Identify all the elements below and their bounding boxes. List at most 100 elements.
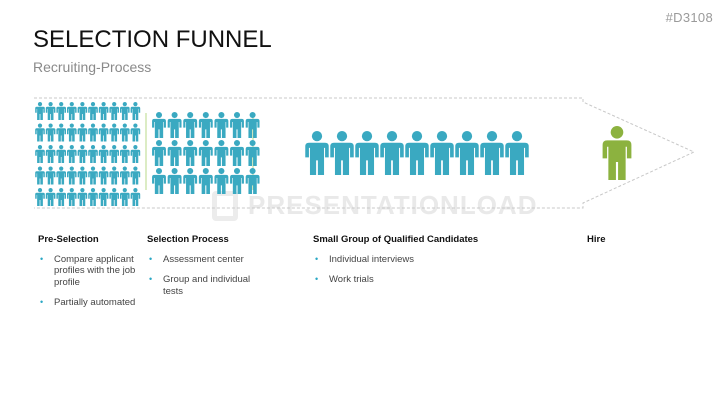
person-icon (56, 145, 66, 163)
person-icon (67, 166, 77, 185)
person-icon (245, 168, 260, 194)
person-icon (120, 102, 130, 120)
person-icon (198, 112, 213, 138)
list-item: Partially automated (38, 297, 148, 308)
person-icon (130, 188, 141, 206)
stage-selection-process: Selection Process Assessment center Grou… (147, 234, 257, 306)
stage-heading: Small Group of Qualified Candidates (313, 234, 479, 245)
person-icon (98, 166, 109, 185)
person-icon (35, 123, 45, 142)
person-icon (35, 145, 45, 163)
person-icon (77, 123, 88, 142)
person-icon (198, 168, 213, 194)
person-icon (45, 145, 56, 163)
person-icon (214, 112, 229, 138)
person-icon (67, 188, 77, 206)
person-icon (405, 131, 429, 175)
person-icon (167, 140, 182, 166)
person-icon (35, 102, 45, 120)
person-icon (152, 112, 166, 138)
person-icon (109, 188, 119, 206)
person-icon (120, 188, 130, 206)
page-subtitle: Recruiting-Process (33, 59, 152, 75)
person-icon (109, 123, 119, 142)
watermark-text: PRESENTATIONLOAD (248, 190, 538, 220)
stage-heading: Pre-Selection (38, 234, 99, 245)
person-icon (120, 123, 130, 142)
person-icon (35, 166, 45, 185)
person-icon (183, 140, 198, 166)
stage-heading: Hire (587, 234, 606, 245)
person-icon (120, 145, 130, 163)
person-icon (455, 131, 479, 175)
person-icon (88, 145, 98, 163)
person-icon (245, 140, 260, 166)
person-icon (67, 102, 77, 120)
person-icon (214, 140, 229, 166)
person-icon (88, 102, 98, 120)
person-icon (67, 145, 77, 163)
person-icon (130, 166, 141, 185)
person-icon (88, 123, 98, 142)
person-icon (56, 123, 66, 142)
person-icon (98, 145, 109, 163)
person-icon (167, 112, 182, 138)
person-icon (305, 131, 329, 175)
person-icon (77, 102, 88, 120)
person-icon (109, 145, 119, 163)
person-icon (167, 168, 182, 194)
list-item: Group and individual tests (147, 274, 257, 297)
person-icon (120, 166, 130, 185)
person-icon (430, 131, 454, 175)
list-item: Assessment center (147, 254, 257, 265)
person-icon (88, 188, 98, 206)
person-icon (98, 102, 109, 120)
person-icon (45, 188, 56, 206)
funnel-arrow-outline (34, 97, 696, 209)
person-icon (152, 140, 166, 166)
person-icon (245, 112, 260, 138)
list-item: Work trials (313, 274, 513, 285)
person-icon (480, 131, 504, 175)
list-item: Compare applicant profiles with the job … (38, 254, 148, 288)
person-icon (67, 123, 77, 142)
person-icon (230, 140, 244, 166)
person-icon (355, 131, 379, 175)
person-icon (198, 140, 213, 166)
list-item: Individual interviews (313, 254, 513, 265)
person-icon (330, 131, 354, 175)
person-icon (183, 112, 198, 138)
person-icon (56, 166, 66, 185)
person-icon (45, 123, 56, 142)
person-icon (505, 131, 529, 175)
person-icon (152, 168, 166, 194)
person-icon (130, 102, 141, 120)
person-icon (77, 166, 88, 185)
person-icon (109, 166, 119, 185)
person-icon (130, 145, 141, 163)
person-icon (130, 123, 141, 142)
person-icon (45, 166, 56, 185)
stage-hire: Hire (587, 234, 667, 254)
person-icon (98, 123, 109, 142)
person-icon (214, 168, 229, 194)
person-icon (183, 168, 198, 194)
stage-pre-selection: Pre-Selection Compare applicant profiles… (38, 234, 148, 318)
stage-qualified-candidates: Small Group of Qualified Candidates Indi… (313, 234, 513, 295)
page-title: SELECTION FUNNEL (33, 26, 272, 53)
person-icon (77, 188, 88, 206)
person-icon (35, 188, 45, 206)
person-icon (230, 112, 244, 138)
person-icon (109, 102, 119, 120)
person-icon (77, 145, 88, 163)
person-icon (98, 188, 109, 206)
hired-person-icon (602, 126, 632, 180)
stage-heading: Selection Process (147, 234, 229, 245)
person-icon (380, 131, 404, 175)
person-icon (56, 102, 66, 120)
person-icon (45, 102, 56, 120)
person-icon (230, 168, 244, 194)
watermark: PRESENTATIONLOAD (212, 190, 537, 221)
slide-id: #D3108 (665, 10, 713, 25)
